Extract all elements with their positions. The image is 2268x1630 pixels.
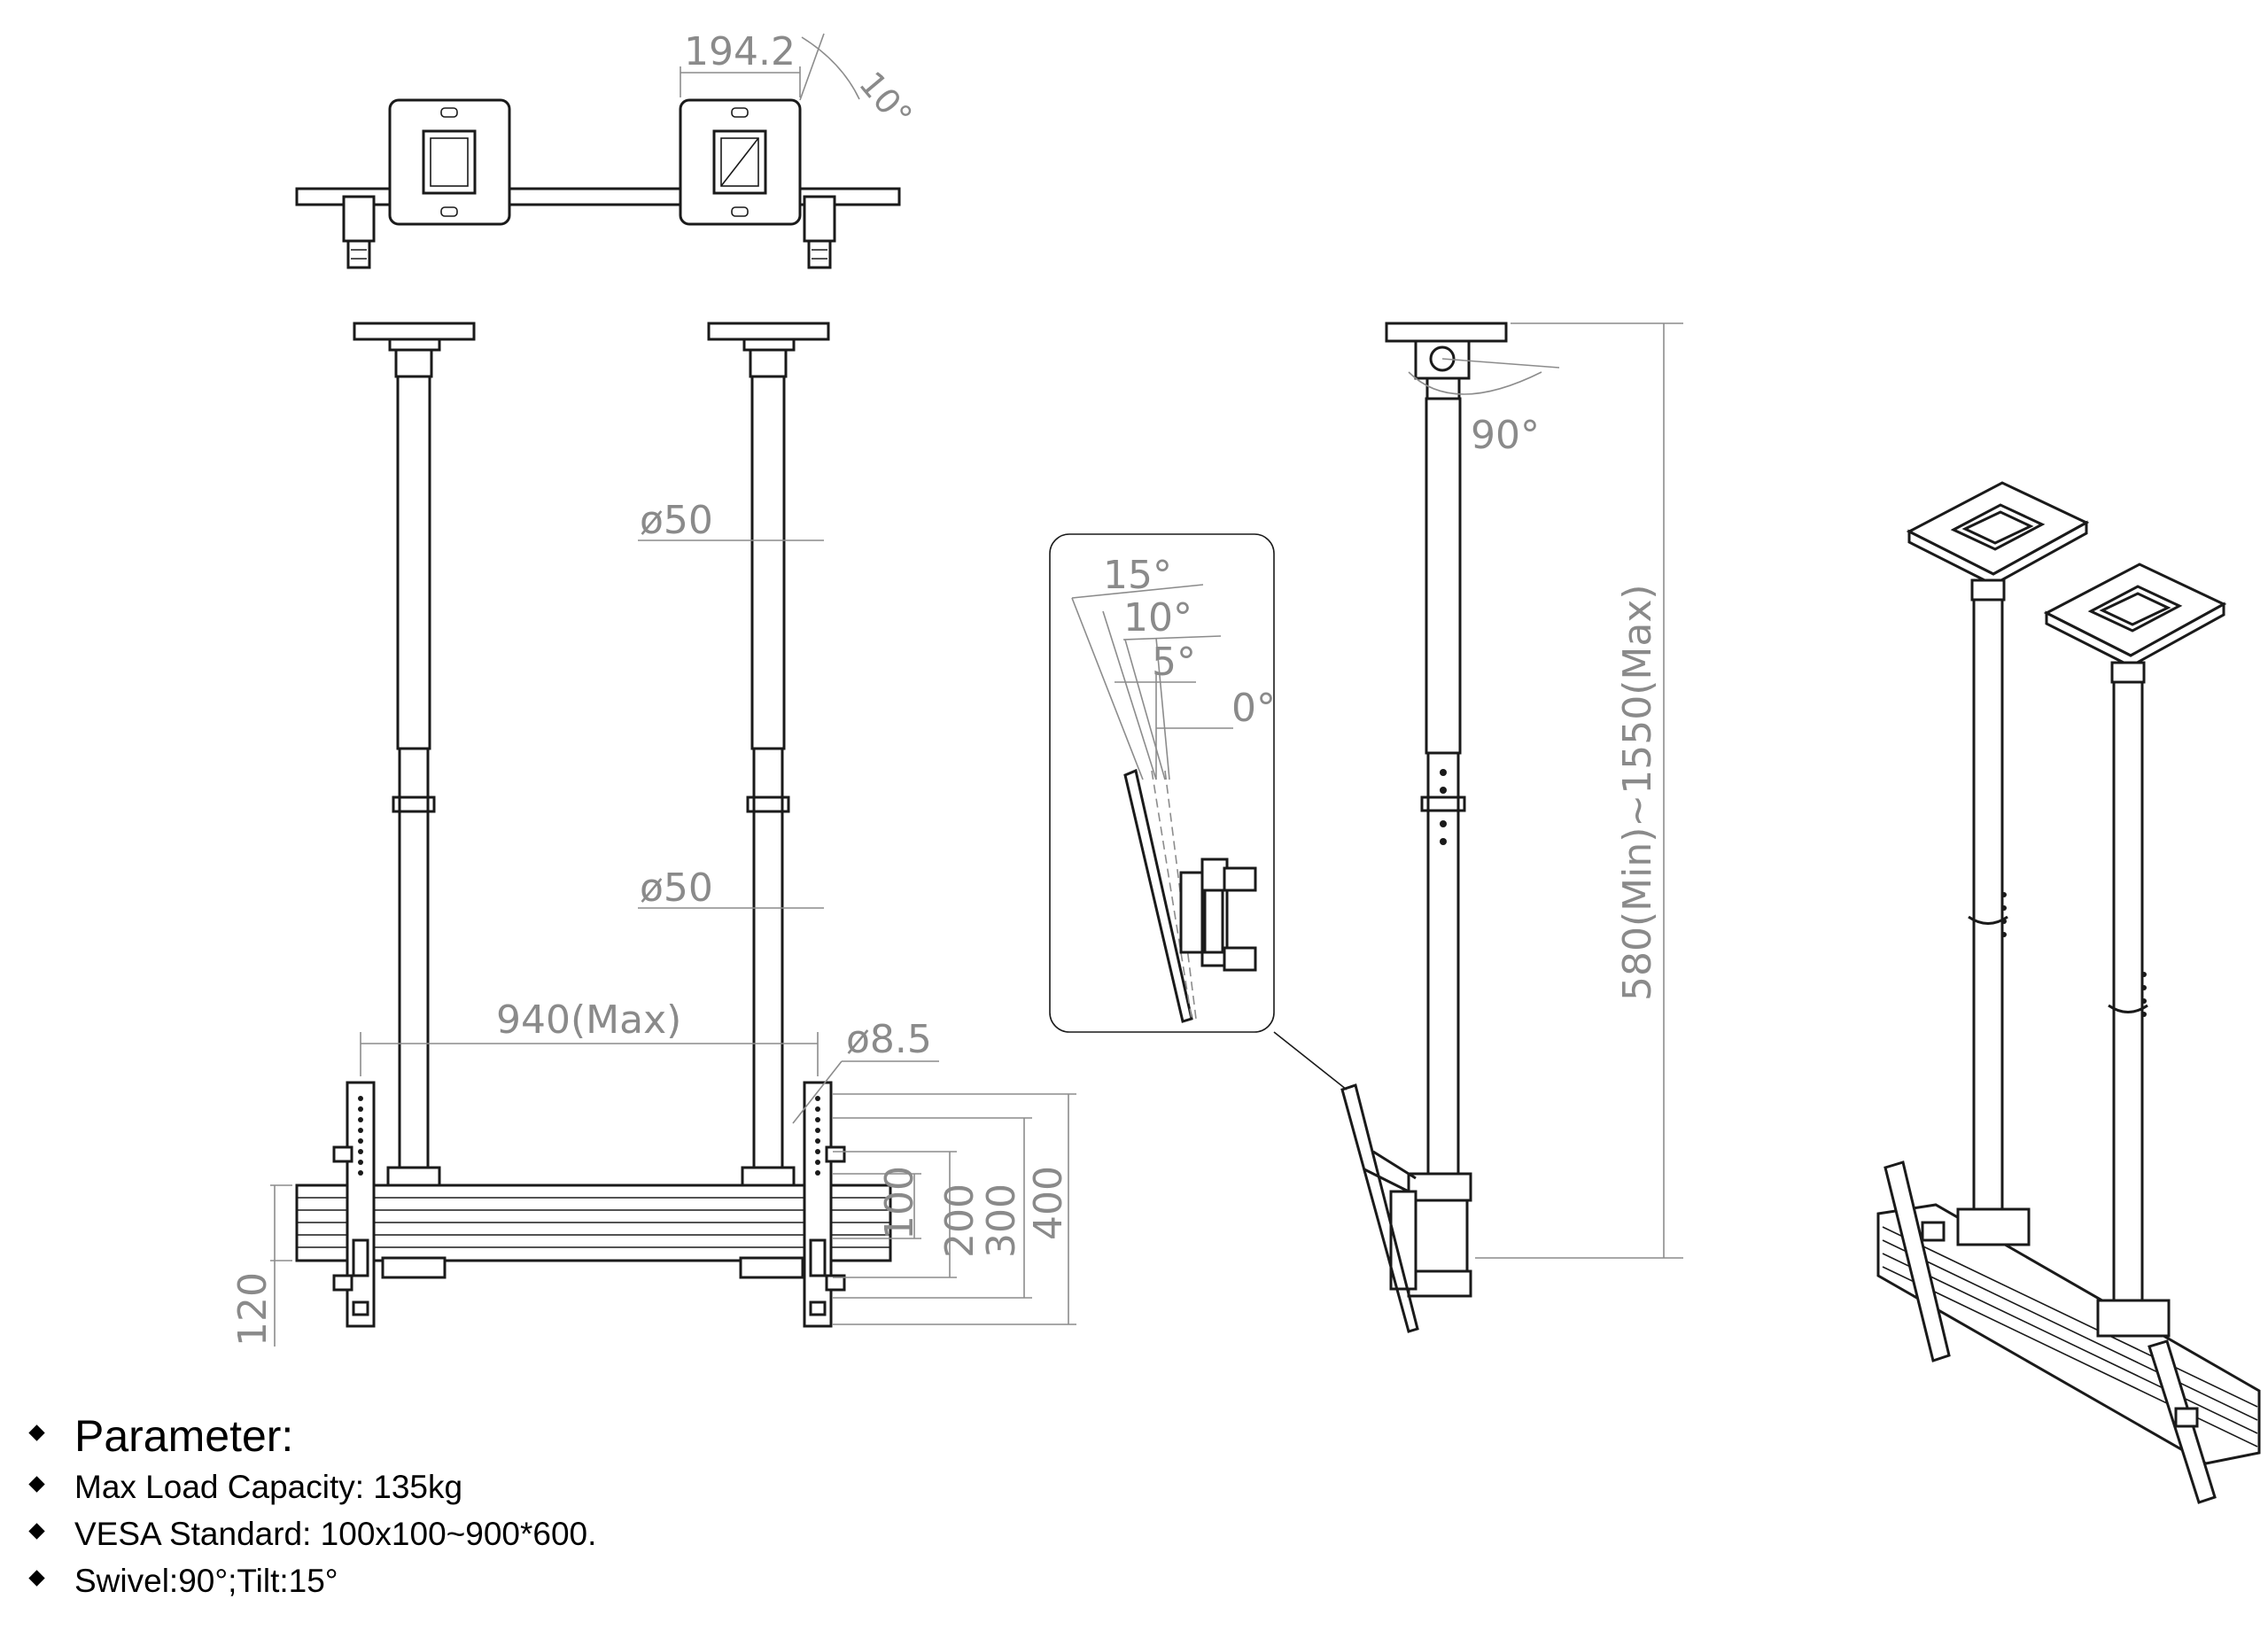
dim-max-width: 940(Max): [496, 997, 681, 1043]
pole-lower-left: [398, 747, 430, 1180]
side-pole-upper: [1425, 397, 1462, 755]
ceiling-plate-left: [353, 322, 476, 341]
parameter-swivel-tilt: Swivel:90°;Tilt:15°: [74, 1562, 338, 1599]
front-pole-right: [707, 322, 830, 1189]
dim-top-swivel: 10°: [851, 65, 920, 136]
dim-hole-pitch-400: 400: [1026, 1166, 1071, 1240]
tilt-panel: [1123, 768, 1193, 1023]
iso-horizontal-rail: [1876, 1203, 2261, 1465]
top-view-clamp-right: [803, 195, 836, 269]
dim-hole-pitch-300: 300: [979, 1184, 1024, 1258]
diamond-bullet-icon: [27, 1571, 48, 1592]
front-horizontal-rail: [295, 1184, 892, 1279]
parameters-title-row: Parameter:: [27, 1409, 913, 1463]
tilt-detail-frame: [1049, 533, 1275, 1033]
dim-height-range: 580(Min)~1550(Max): [1615, 584, 1660, 1001]
dim-rail-height: 120: [230, 1272, 276, 1347]
side-panel: [1340, 1083, 1419, 1333]
isometric-view: [1876, 481, 2261, 1504]
parameter-max-load: Max Load Capacity: 135kg: [74, 1468, 463, 1505]
tilt-angle-10: 10°: [1123, 595, 1192, 640]
dim-hole-pitch-200: 200: [937, 1184, 983, 1258]
dim-swivel-angle: 90°: [1471, 413, 1540, 458]
iso-ceiling-plate-left: [1906, 481, 2090, 586]
pole-upper-left: [396, 375, 431, 750]
parameter-item: Max Load Capacity: 135kg: [27, 1463, 913, 1510]
dim-pole-diameter-lower: ø50: [640, 865, 713, 911]
front-pole-left: [353, 322, 476, 1189]
diamond-bullet-icon: [27, 1425, 48, 1447]
diamond-bullet-icon: [27, 1524, 48, 1545]
parameters-list: Parameter: Max Load Capacity: 135kg VESA…: [27, 1409, 913, 1604]
dim-hole-pitch-100: 100: [877, 1166, 922, 1240]
iso-vesa-arm-left: [1884, 1160, 1951, 1362]
top-view-plate-right: [679, 98, 802, 226]
dim-plate-spacing: 194.2: [684, 29, 796, 74]
iso-ceiling-plate-right: [2043, 563, 2227, 668]
top-view: 194.2 10°: [295, 29, 920, 269]
dim-hole-diameter: ø8.5: [846, 1017, 932, 1062]
top-view-plate-left: [388, 98, 511, 226]
pole-upper-right: [750, 375, 786, 750]
iso-pole-left: [1972, 598, 2004, 1213]
diamond-bullet-icon: [27, 1477, 48, 1498]
front-vesa-arm-right: [803, 1081, 846, 1328]
tilt-detail: 15° 10° 5° 0°: [1049, 533, 1348, 1091]
tilt-angle-0: 0°: [1231, 686, 1276, 731]
parameters-title: Parameter:: [74, 1411, 294, 1461]
top-view-clamp-left: [342, 195, 376, 269]
parameter-vesa: VESA Standard: 100x100~900*600.: [74, 1515, 597, 1552]
front-view: ø50 ø50 940(Max) ø8.5 120 100 200 300 40…: [230, 322, 1076, 1347]
ceiling-plate-right: [707, 322, 830, 341]
side-pole-lower: [1426, 751, 1460, 1184]
pole-lower-right: [752, 747, 784, 1180]
parameter-item: VESA Standard: 100x100~900*600.: [27, 1510, 913, 1557]
side-view: 90° 580(Min)~1550(Max): [1340, 322, 1683, 1333]
side-ceiling-plate: [1385, 322, 1508, 343]
iso-pole-right: [2112, 680, 2144, 1304]
tilt-angle-15: 15°: [1103, 553, 1172, 598]
parameter-item: Swivel:90°;Tilt:15°: [27, 1557, 913, 1604]
dim-pole-diameter-upper: ø50: [640, 498, 713, 543]
front-vesa-arm-left: [332, 1081, 376, 1328]
